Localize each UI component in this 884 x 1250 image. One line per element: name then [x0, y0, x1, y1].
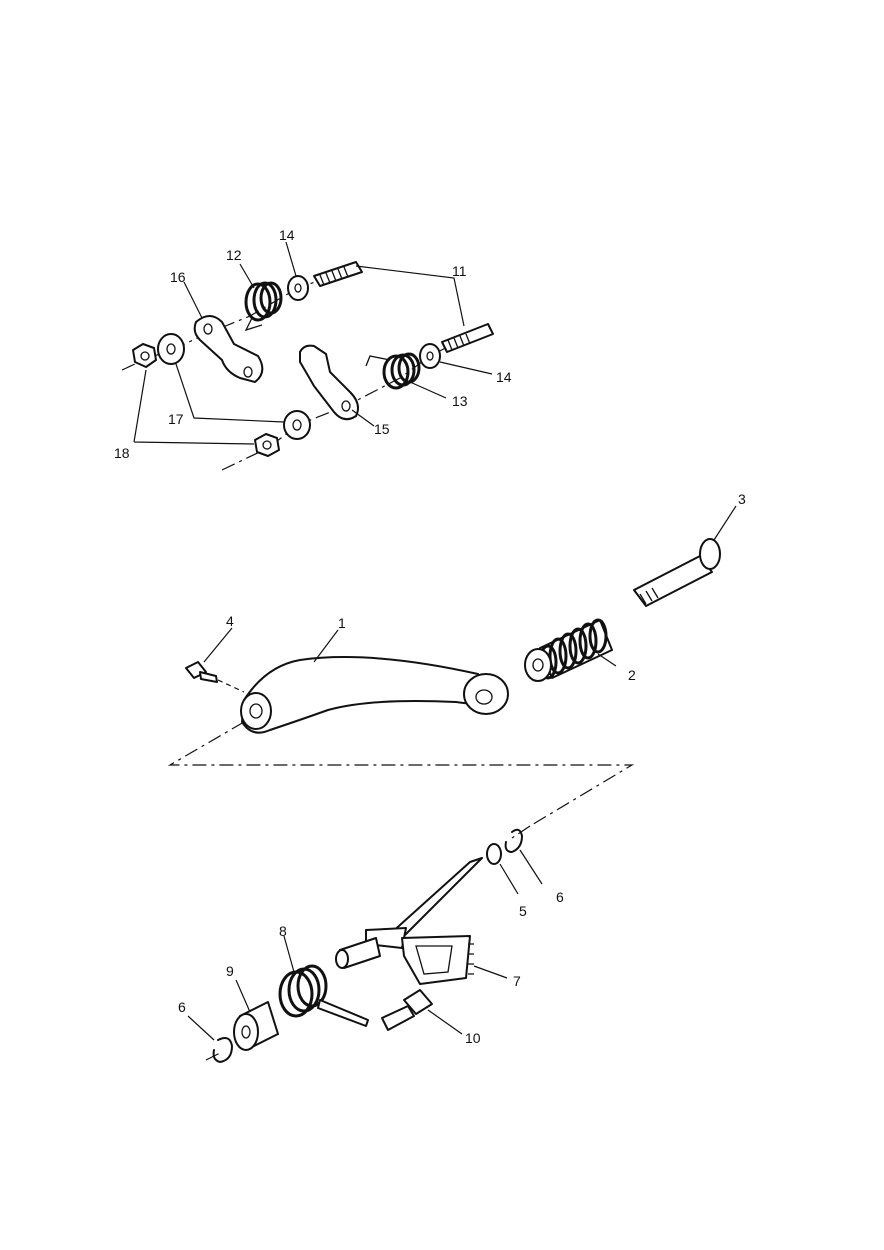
pivot-bolt-3	[633, 538, 721, 607]
callout-9: 9	[226, 963, 234, 979]
callout-17: 17	[168, 411, 184, 427]
callout-labels: 1 2 3 4 5 6 6 7 8 9 10 11 12 13 14 14 15…	[114, 227, 746, 1046]
selector-shaft-assembly	[205, 825, 531, 1063]
bolt-10	[381, 989, 433, 1031]
callout-8: 8	[279, 923, 287, 939]
leader-lines	[133, 241, 737, 1041]
spring-2	[524, 618, 613, 682]
callout-7: 7	[513, 973, 521, 989]
callout-14-upper: 14	[279, 227, 295, 243]
callout-16: 16	[170, 269, 186, 285]
washer-14-lower	[419, 343, 441, 369]
washer-17-upper	[157, 333, 185, 365]
spring-8	[278, 964, 369, 1027]
callout-6-lower: 6	[178, 999, 186, 1015]
callout-3: 3	[738, 491, 746, 507]
callout-14-lower: 14	[496, 369, 512, 385]
arm-assembly	[167, 538, 721, 827]
bush-9	[233, 1001, 279, 1051]
shaft-centre-line	[511, 825, 531, 839]
link-15	[299, 344, 359, 421]
callout-10: 10	[465, 1030, 481, 1046]
circlip-6-upper	[504, 828, 523, 853]
linkage-assembly	[121, 261, 494, 471]
spring-12	[244, 281, 283, 332]
link-16	[193, 315, 264, 383]
callout-11: 11	[452, 263, 467, 279]
callout-6-upper: 6	[556, 889, 564, 905]
callout-1: 1	[338, 615, 346, 631]
callout-15: 15	[374, 421, 390, 437]
stud-11-upper	[313, 261, 363, 287]
nut-18-lower	[254, 433, 280, 457]
callout-12: 12	[226, 247, 242, 263]
bolt-4	[185, 661, 245, 693]
washer-14-upper	[287, 275, 309, 301]
circlip-6-lower	[205, 1037, 233, 1063]
shaft-7	[335, 857, 483, 985]
spring-13	[365, 352, 421, 390]
washer-5	[486, 843, 502, 865]
callout-2: 2	[628, 667, 636, 683]
arm-crossing-line	[167, 721, 635, 827]
callout-13: 13	[452, 393, 468, 409]
callout-18: 18	[114, 445, 130, 461]
callout-5: 5	[519, 903, 527, 919]
washer-17-lower	[283, 410, 311, 440]
stud-11-lower	[441, 323, 494, 353]
arm-1	[240, 656, 509, 734]
nut-18-upper	[132, 343, 157, 368]
callout-4: 4	[226, 613, 234, 629]
